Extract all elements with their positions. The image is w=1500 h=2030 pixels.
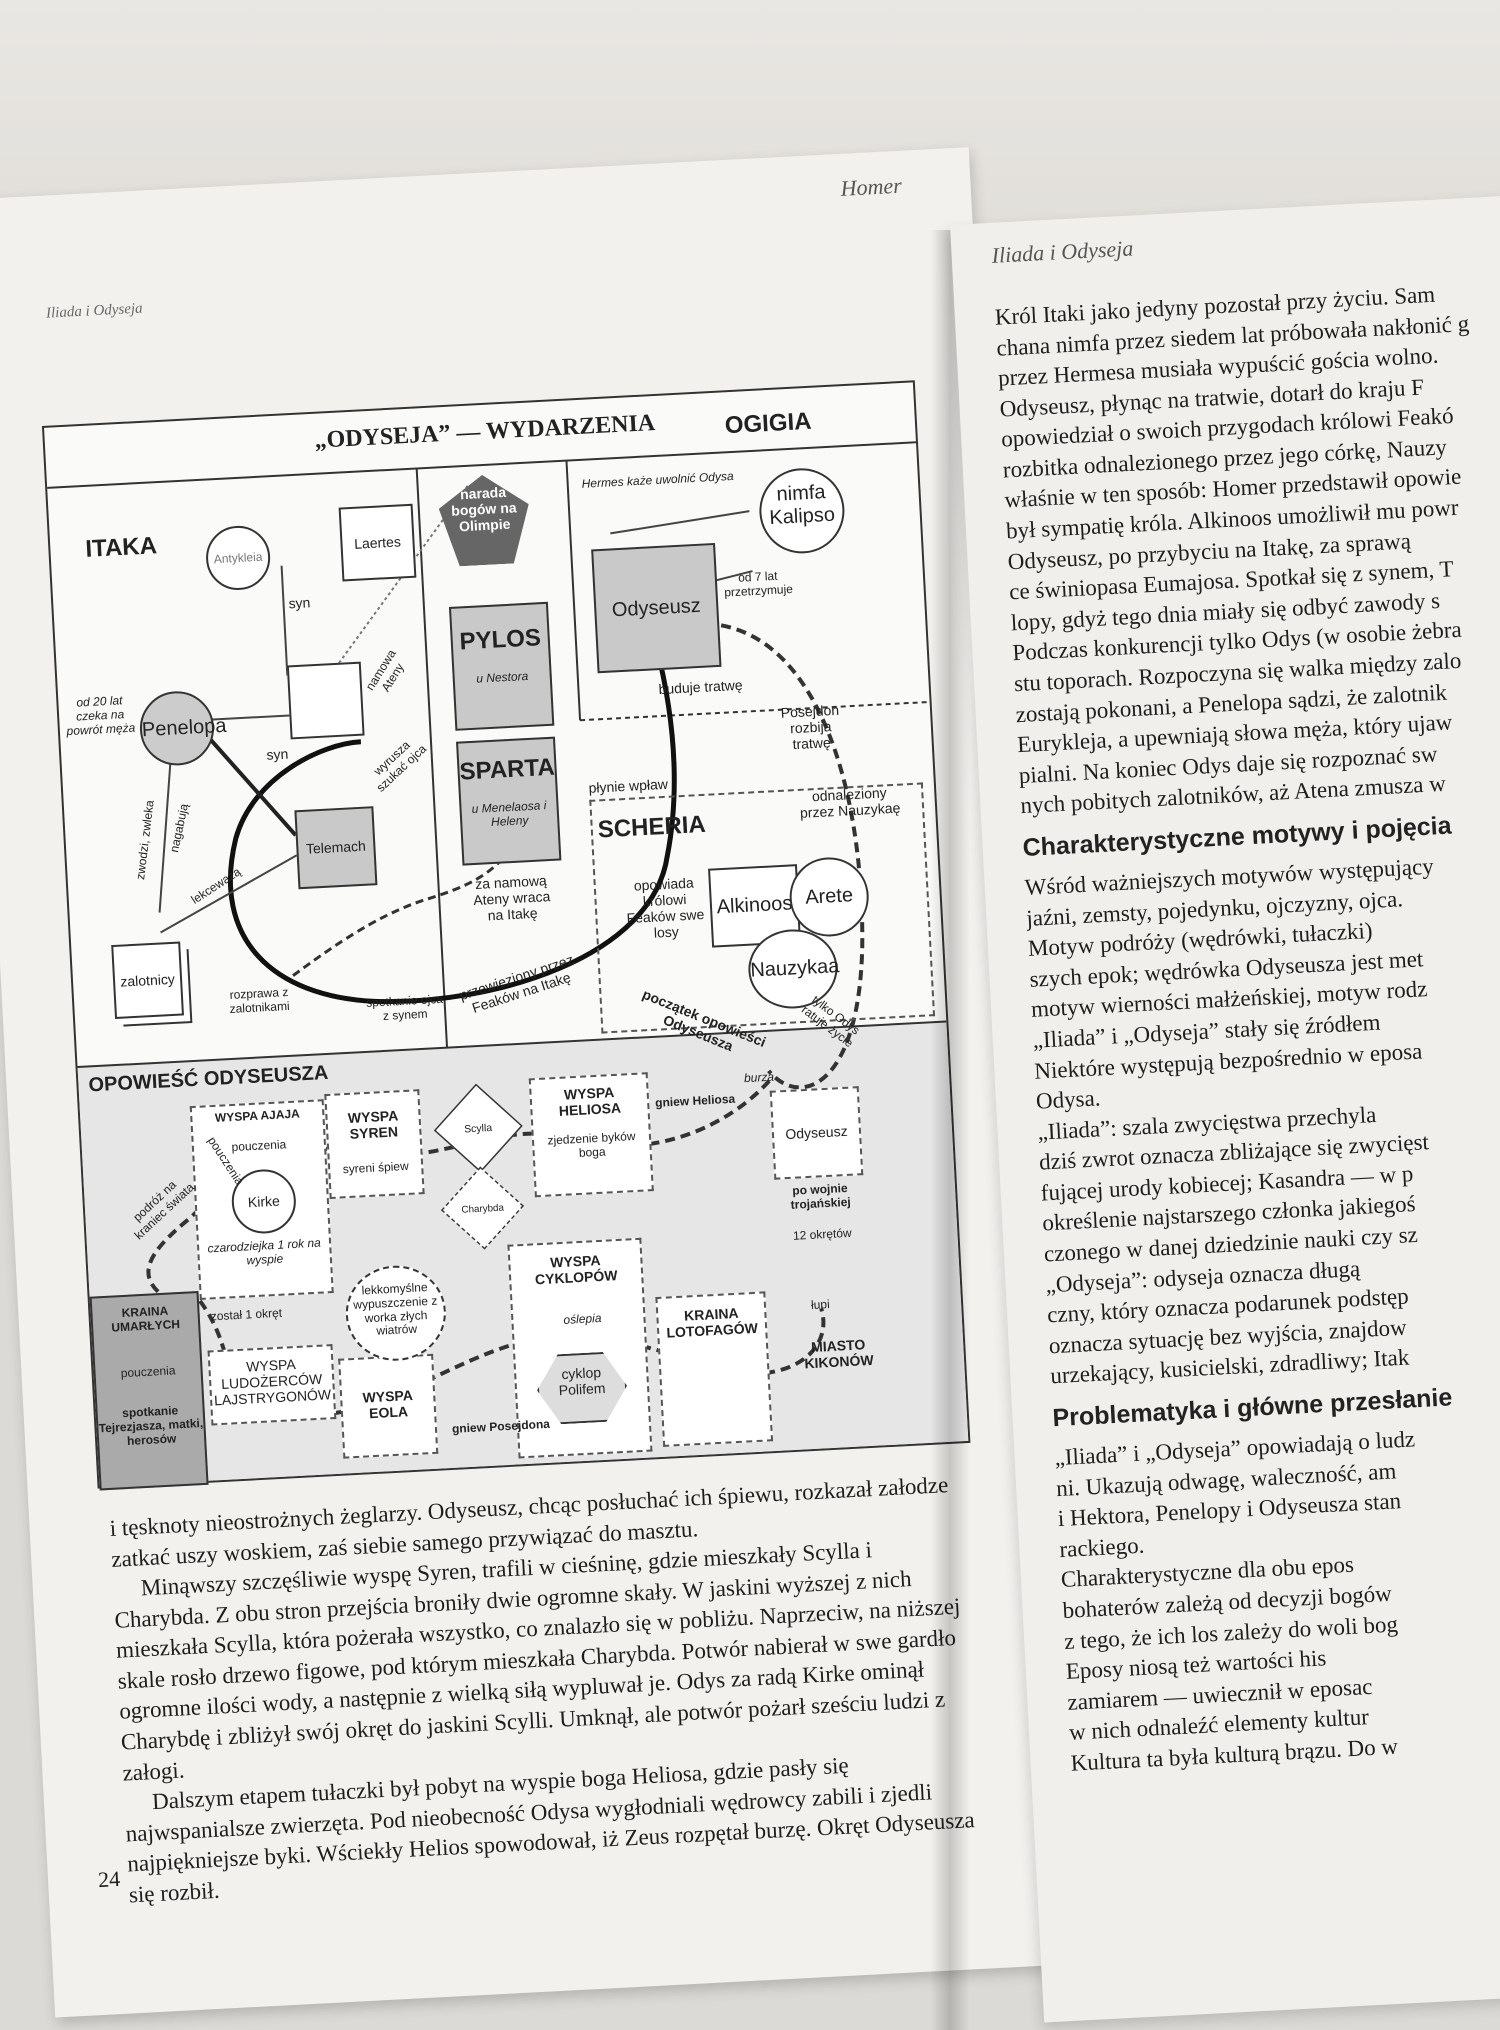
- island-czarodziejka: czarodziejka 1 rok na wyspie: [207, 1235, 322, 1268]
- island-lupi: łupi: [810, 1297, 831, 1312]
- region-itaka: ITAKA: [84, 532, 158, 563]
- island-scylla: Scylla: [463, 1121, 493, 1135]
- right-para-1: Król Itaki jako jedyny pozostał przy życ…: [994, 271, 1500, 822]
- node-odyseusz-2: Odyseusz: [769, 1086, 864, 1180]
- island-pouczenia-3: pouczenia: [120, 1363, 176, 1381]
- events-diagram: „ODYSEJA” — WYDARZENIA ITAKA OGIGIA Anty…: [41, 380, 971, 1491]
- island-charybda: Charybda: [460, 1201, 504, 1215]
- heliosa-box: WYSPA HELIOSA zjedzenie byków boga: [528, 1072, 654, 1198]
- edge-posejdon: Posejdon rozbija tratwę: [780, 701, 840, 753]
- running-head-right-page: Iliada i Odyseja: [990, 235, 1134, 268]
- running-head-left: Iliada i Odyseja: [45, 300, 144, 322]
- node-ojciec-box: [286, 661, 365, 740]
- edge-spotkanie: spotkanie ojca z synem: [365, 991, 444, 1023]
- region-sparta: SPARTA: [458, 753, 556, 786]
- island-ajaja: WYSPA AJAJA: [214, 1106, 301, 1125]
- island-spotkanie-tejr: spotkanie Tejrezjasza, matki, herosów: [98, 1403, 204, 1448]
- island-heliosa: WYSPA HELIOSA: [558, 1083, 622, 1119]
- island-lotofagow: KRAINA LOTOFAGÓW: [655, 1291, 774, 1447]
- running-head-right: Homer: [839, 172, 903, 201]
- region-scheria: SCHERIA: [597, 810, 707, 844]
- island-syren: WYSPA SYREN: [324, 1089, 425, 1200]
- edge-od20lat: od 20 lat czeka na powrót męża: [66, 693, 136, 738]
- island-kraina-umarlych: KRAINA UMARŁYCH: [111, 1303, 181, 1335]
- island-cyklop: cyklop Polifem: [535, 1351, 629, 1426]
- ajaja-box: WYSPA AJAJA pouczenia Kirke czarodziejka…: [189, 1099, 334, 1300]
- island-eola: WYSPA EOLA: [338, 1353, 439, 1459]
- island-po-wojnie: po wojnie trojańskiej: [790, 1180, 852, 1212]
- umarlych-box: KRAINA UMARŁYCH pouczenia spotkanie Tejr…: [89, 1291, 209, 1491]
- edge-syn-2: syn: [266, 745, 289, 763]
- page-number: 24: [97, 1865, 121, 1893]
- edge-za-namowa: za namową Ateny wraca na Itakę: [472, 872, 551, 924]
- region-pylos: PYLOS: [458, 624, 542, 656]
- pylos-box: PYLOS u Nestora: [448, 601, 555, 731]
- edge-rozprawa: rozprawa z zalotnikami: [229, 984, 290, 1016]
- island-cyklopow: WYSPA CYKLOPÓW: [534, 1251, 618, 1288]
- left-page: Iliada i Odyseja Homer: [0, 147, 1064, 2018]
- island-lajstrygonow: WYSPA LUDOŻERCÓW LAJSTRYGONÓW: [207, 1344, 337, 1426]
- edge-odnaleziony: odnaleziony przez Nauzykaę: [799, 784, 901, 821]
- node-laertes: Laertes: [338, 503, 417, 582]
- island-kikonow: MIASTO KIKONÓW: [804, 1336, 874, 1372]
- book-gutter: [930, 230, 970, 2030]
- node-telemach: Telemach: [294, 806, 378, 890]
- left-body-text: i tęsknoty nieostrożnych żeglarzy. Odyse…: [109, 1469, 989, 1911]
- node-zalotnicy: zalotnicy: [111, 941, 184, 1020]
- sparta-sub: u Menelaosa i Heleny: [471, 798, 547, 829]
- right-page: Iliada i Odyseja Król Itaki jako jedyny …: [950, 192, 1500, 2023]
- edge-burza: burza: [743, 1069, 775, 1086]
- edge-syn-1: syn: [288, 594, 311, 612]
- island-oslepia: oślepia: [563, 1310, 602, 1327]
- pylos-sub: u Nestora: [475, 668, 529, 686]
- node-odyseusz: Odyseusz: [591, 542, 722, 674]
- region-ogigia: OGIGIA: [724, 407, 813, 440]
- edge-opowiada: opowiada królowi Feaków swe losy: [626, 874, 705, 941]
- sparta-box: SPARTA u Menelaosa i Heleny: [456, 736, 562, 866]
- right-body-text: Król Itaki jako jedyny pozostał przy życ…: [994, 271, 1500, 1779]
- edge-od7lat: od 7 lat przetrzymuje: [723, 568, 794, 600]
- island-zjedzenie: zjedzenie byków boga: [547, 1128, 636, 1160]
